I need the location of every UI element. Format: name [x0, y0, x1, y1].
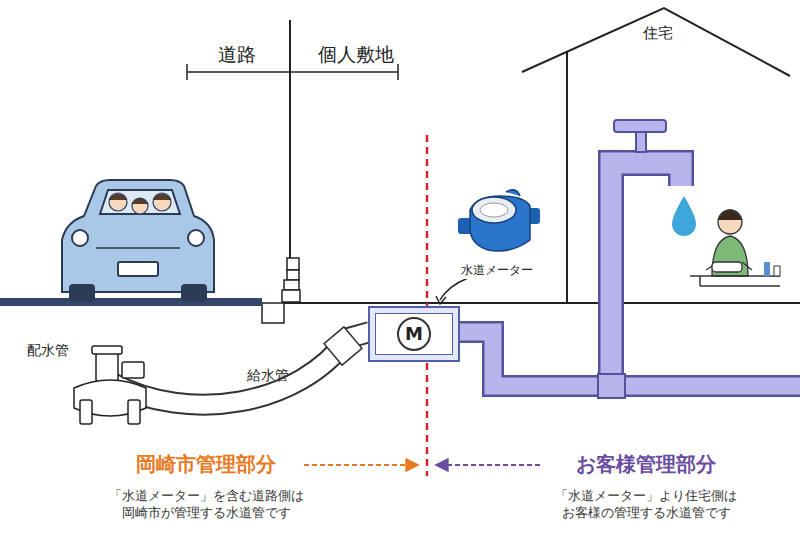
- customer-section-heading: お客様管理部分: [576, 451, 716, 477]
- service-pipe-label: 給水管: [247, 366, 289, 384]
- meter-box-inner: M: [375, 313, 453, 355]
- meter-symbol: M: [405, 325, 423, 343]
- meter-label: 水道メーター: [459, 263, 535, 279]
- meter-circle: M: [397, 317, 431, 351]
- city-section-heading: 岡崎市管理部分: [136, 451, 276, 477]
- city-section-note: 「水道メーター」を含む道路側は 岡崎市が管理する水道管です: [106, 488, 306, 522]
- water-meter-box: M: [368, 306, 460, 362]
- road-label: 道路: [218, 42, 256, 67]
- customer-section-note: 「水道メーター」より住宅側は お客様の管理する水道管です: [552, 488, 739, 522]
- main-pipe-label: 配水管: [27, 341, 69, 359]
- house-label: 住宅: [643, 24, 673, 44]
- private-land-label: 個人敷地: [318, 42, 394, 67]
